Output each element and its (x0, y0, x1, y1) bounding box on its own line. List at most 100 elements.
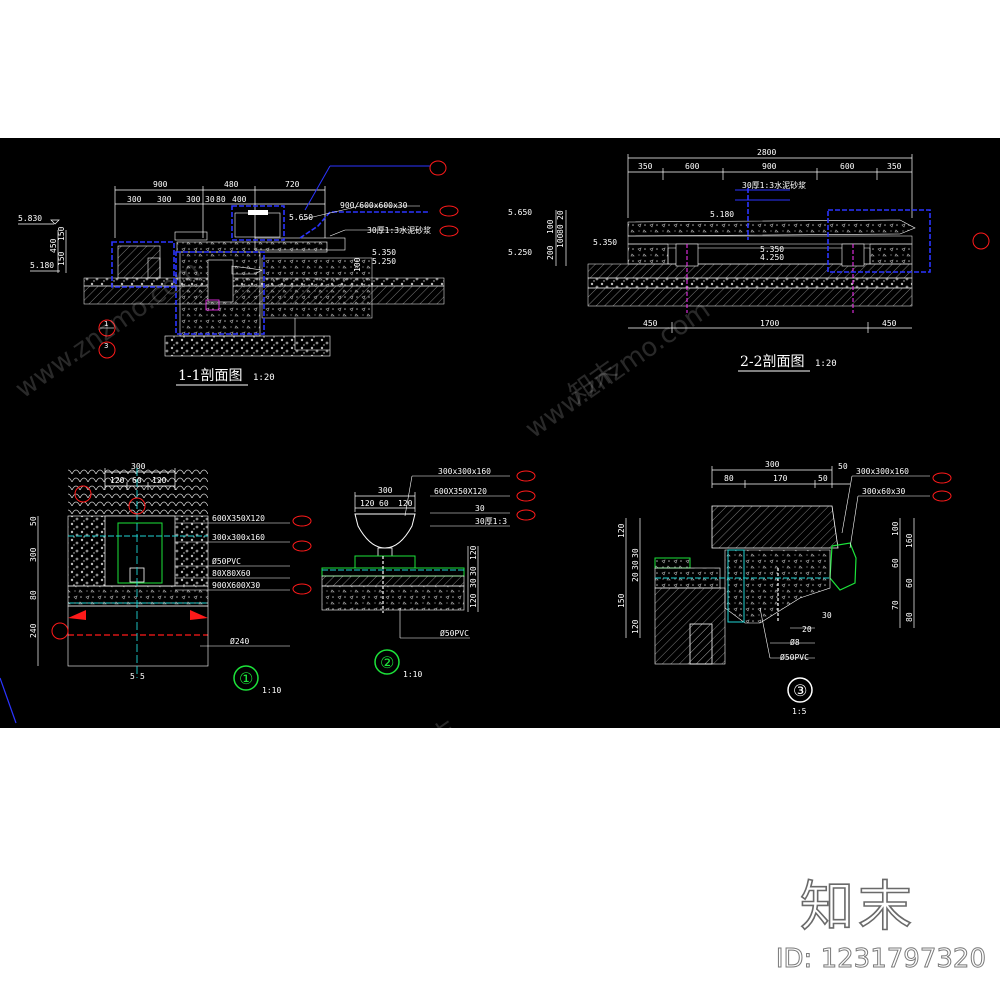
dim-d3-left-a: 120 (617, 523, 626, 538)
dim-d2-right-a: 120 (469, 545, 478, 560)
dim-d1-bottom-a: 5 (130, 672, 135, 681)
note-d2-b: 600X350X120 (434, 487, 487, 496)
dim-2-2-top-e: 350 (887, 162, 902, 171)
detail-2-scale: 1:10 (403, 670, 422, 679)
dim-d3-left-d: 20 (631, 572, 640, 582)
dim-d3-top-c: 50 (818, 474, 828, 483)
dim-d3-right-f: 80 (905, 612, 914, 622)
dim-2-2-top-d: 600 (840, 162, 855, 171)
dim-1-1-sub-c: 300 (186, 195, 201, 204)
dim-2-2-left-a: 20 (556, 210, 565, 220)
note-d3-e: Ø8 (790, 637, 800, 647)
dim-1-1-sub-d: 30 (205, 195, 215, 204)
detail-1-label: ① (239, 669, 253, 688)
section-1-1: 900 480 720 300 300 300 30 80 400 450 15… (18, 160, 459, 386)
elev-1-1-c: 5.650 (289, 213, 313, 222)
note-d1-d: 80X80X60 (212, 569, 251, 578)
cad-drawing-svg: 900 480 720 300 300 300 30 80 400 450 15… (0, 148, 990, 724)
note-d3-c: 20 (802, 625, 812, 634)
dim-d1-top: 300 (131, 462, 146, 471)
dim-2-2-top-b: 600 (685, 162, 700, 171)
note-d1-f: Ø240 (230, 636, 249, 646)
detail-1-scale: 1:10 (262, 686, 281, 695)
note-d2-d: 30厚1:3 (475, 517, 507, 526)
dim-d3-left-e: 150 (617, 593, 626, 608)
elev-1-1-d: 5.350 (372, 248, 396, 257)
dim-d1-bottom-b: 5 (140, 672, 145, 681)
dim-d3-right-d: 60 (905, 578, 914, 588)
dim-2-2-top-a: 350 (638, 162, 653, 171)
dim-1-1-sub-e: 80 (216, 195, 226, 204)
cad-drawing-canvas: 900 480 720 300 300 300 30 80 400 450 15… (0, 138, 1000, 728)
dim-2-2-total: 2800 (757, 148, 776, 157)
dim-2-2-bottom-b: 1700 (760, 319, 779, 328)
note-d3-f: Ø50PVC (780, 652, 809, 662)
elev-1-1-b: 5.180 (30, 261, 54, 270)
detail-1: 300 120 60 120 50 300 80 240 5 5 600X350… (29, 462, 312, 695)
elev-2-2-c: 5.350 (593, 238, 617, 247)
elev-2-2-b: 5.180 (710, 210, 734, 219)
dim-d3-right-a: 100 (891, 521, 900, 536)
section-2-2-scale: 1:20 (815, 359, 837, 369)
dim-d2-top-a: 120 (360, 499, 375, 508)
dim-1-1-top-b: 480 (224, 180, 239, 189)
dim-d2-right-d: 120 (469, 593, 478, 608)
dim-d2-top-c: 120 (398, 499, 413, 508)
dim-2-2-top-c: 900 (762, 162, 777, 171)
elev-2-2-f: 5.250 (508, 248, 532, 257)
dim-d3-left-b: 30 (631, 548, 640, 558)
dim-d3-right-e: 70 (891, 600, 900, 610)
elev-2-2-a: 5.650 (508, 208, 532, 217)
dim-1-1-left-b: 150 (57, 251, 66, 266)
dim-d3-top-d: 50 (838, 462, 848, 471)
dim-d1-left-a: 50 (29, 516, 38, 526)
note-d3-a: 300x300x160 (856, 467, 909, 476)
note-d1-a: 600X350X120 (212, 514, 265, 523)
detail-3: 300 80 170 50 50 120 30 30 20 150 120 10… (617, 460, 952, 716)
dim-1-1-left-total: 450 (49, 238, 58, 253)
elev-2-2-d: 5.350 (760, 245, 784, 254)
dim-d1-left-b: 300 (29, 547, 38, 562)
note-2-2-mortar: 30厚1:3水泥砂浆 (742, 180, 806, 190)
section-2-2: 2800 350 600 900 600 350 450 1700 450 20… (508, 148, 990, 372)
note-d1-b: 300x300x160 (212, 533, 265, 542)
dim-2-2-left-c: 100 (556, 233, 565, 248)
note-1-1-paving: 900/600x600x30 (340, 201, 408, 210)
note-d1-c: Ø50PVC (212, 556, 241, 566)
section-1-1-scale: 1:20 (253, 373, 275, 383)
note-1-1-thick: 100 (353, 257, 362, 272)
dim-d3-top-a: 80 (724, 474, 734, 483)
brand-logo: 知末 (799, 874, 916, 939)
dim-d3-left-c: 30 (631, 560, 640, 570)
callout-1-1-ref-b: 3 (104, 342, 108, 350)
dim-1-1-top-c: 720 (285, 180, 300, 189)
dim-d2-top-b: 60 (379, 499, 389, 508)
dim-d3-right-b: 160 (905, 533, 914, 548)
detail-3-label: ③ (793, 681, 807, 700)
elev-2-2-e: 4.250 (760, 253, 784, 262)
image-id-label: ID: 1231797320 (775, 944, 986, 975)
note-d3-d: 30 (822, 611, 832, 620)
dim-d2-right-b: 30 (469, 566, 478, 576)
detail-2-label: ② (380, 653, 394, 672)
dim-d1-left-c: 80 (29, 590, 38, 600)
note-d2-a: 300x300x160 (438, 467, 491, 476)
elev-1-1-e: 5.250 (372, 257, 396, 266)
dim-2-2-left-b: 80 (556, 224, 565, 234)
dim-1-1-left-a: 150 (57, 226, 66, 241)
note-d2-e: Ø50PVC (440, 628, 469, 638)
callout-1-1-ref-a: 1 (104, 320, 108, 328)
dim-d3-right-c: 60 (891, 558, 900, 568)
dim-d1-top-a: 120 (110, 476, 125, 485)
dim-d3-top-b: 170 (773, 474, 788, 483)
note-1-1-mortar: 30厚1:3水泥砂浆 (367, 225, 431, 235)
dim-1-1-sub-f: 400 (232, 195, 247, 204)
dim-1-1-top-a: 900 (153, 180, 168, 189)
dim-2-2-left-e: 200 (546, 245, 555, 260)
dim-d3-left-f: 120 (631, 619, 640, 634)
note-d3-b: 300x60x30 (862, 487, 906, 496)
dim-1-1-sub-a: 300 (127, 195, 142, 204)
detail-3-scale: 1:5 (792, 707, 807, 716)
note-d1-e: 900X600X30 (212, 581, 260, 590)
section-2-2-title: 2-2剖面图 (740, 354, 805, 370)
